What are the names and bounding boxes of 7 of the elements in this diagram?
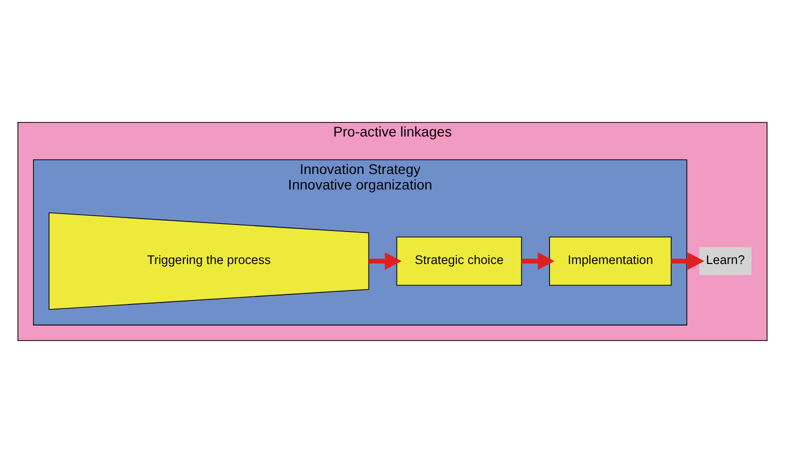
arrow — [522, 252, 554, 270]
node-box: Strategic choice — [396, 236, 522, 286]
node-box: Triggering the process — [48, 212, 370, 310]
arrow — [368, 252, 402, 270]
node-box: Implementation — [549, 236, 672, 286]
arrow — [671, 252, 704, 270]
node-box: Learn? — [699, 246, 752, 275]
